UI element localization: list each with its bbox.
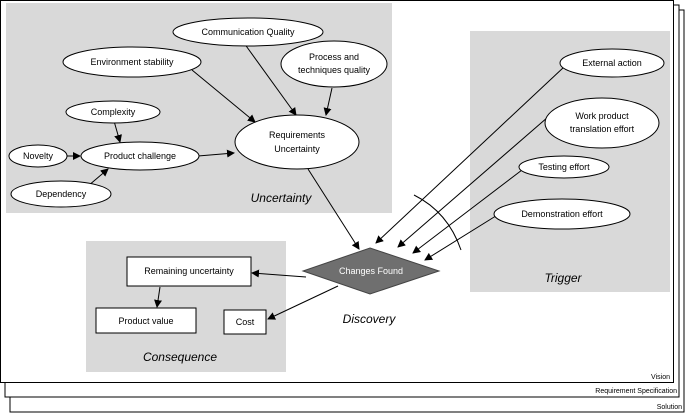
process-techniques-quality-line2: techniques quality	[298, 65, 371, 75]
novelty-label: Novelty	[23, 151, 54, 161]
sheet-vision-label: Vision	[651, 374, 670, 381]
consequence-region-label: Consequence	[143, 350, 217, 364]
edge-external-action-to-changes	[375, 66, 565, 244]
environment-stability-label: Environment stability	[90, 57, 174, 67]
demonstration-effort-label: Demonstration effort	[521, 209, 603, 219]
uncertainty-region-label: Uncertainty	[251, 191, 313, 205]
node-dependency[interactable]: Dependency	[10, 180, 112, 208]
cost-label: Cost	[236, 317, 255, 327]
node-environment-stability[interactable]: Environment stability	[62, 46, 202, 78]
edge-remaining-to-product-value	[154, 286, 162, 308]
sheet-requirement-specification-label: Requirement Specification	[595, 388, 677, 395]
edge-communication-to-requirements	[243, 42, 297, 116]
node-changes-found[interactable]: Changes Found	[301, 247, 441, 295]
edge-process-to-requirements	[323, 87, 333, 116]
changes-found-label: Changes Found	[339, 266, 403, 276]
node-testing-effort[interactable]: Testing effort	[518, 155, 610, 179]
discovery-arc	[413, 194, 462, 251]
remaining-uncertainty-label: Remaining uncertainty	[144, 266, 234, 276]
node-remaining-uncertainty[interactable]: Remaining uncertainty	[126, 256, 252, 287]
node-novelty[interactable]: Novelty	[8, 144, 68, 168]
product-challenge-label: Product challenge	[104, 151, 176, 161]
node-product-value[interactable]: Product value	[95, 307, 197, 334]
edge-demonstration-to-changes	[424, 213, 500, 261]
node-requirements-uncertainty[interactable]: Requirements Uncertainty	[234, 114, 360, 170]
node-process-techniques-quality[interactable]: Process and techniques quality	[280, 40, 388, 88]
work-product-translation-effort-line2: translation effort	[570, 124, 635, 134]
product-value-label: Product value	[118, 316, 173, 326]
sheet-solution-label: Solution	[657, 404, 682, 411]
process-techniques-quality-line1: Process and	[309, 52, 359, 62]
requirements-uncertainty-line2: Uncertainty	[274, 144, 320, 154]
work-product-translation-effort-line1: Work product	[575, 111, 629, 121]
trigger-region-label: Trigger	[544, 271, 582, 285]
edge-testing-to-changes	[412, 169, 523, 254]
requirements-uncertainty-line1: Requirements	[269, 130, 326, 140]
edge-environment-to-requirements	[191, 69, 256, 123]
edge-requirements-to-changes	[307, 168, 360, 250]
complexity-label: Complexity	[91, 107, 136, 117]
edge-complexity-to-product-challenge	[113, 120, 122, 143]
node-complexity[interactable]: Complexity	[65, 100, 161, 124]
node-work-product-translation-effort[interactable]: Work product translation effort	[544, 97, 660, 149]
discovery-label: Discovery	[343, 312, 397, 326]
edges	[67, 42, 565, 320]
edge-changes-to-cost	[267, 285, 339, 320]
testing-effort-label: Testing effort	[538, 162, 590, 172]
node-external-action[interactable]: External action	[559, 48, 665, 78]
dependency-label: Dependency	[36, 189, 87, 199]
node-demonstration-effort[interactable]: Demonstration effort	[493, 198, 631, 230]
node-product-challenge[interactable]: Product challenge	[80, 141, 200, 171]
communication-quality-label: Communication Quality	[201, 27, 295, 37]
node-cost[interactable]: Cost	[223, 309, 267, 335]
node-communication-quality[interactable]: Communication Quality	[172, 17, 324, 47]
external-action-label: External action	[582, 58, 642, 68]
edge-product-challenge-to-requirements	[197, 149, 235, 158]
edge-changes-to-remaining	[251, 269, 307, 278]
edge-work-product-to-changes	[397, 116, 549, 248]
